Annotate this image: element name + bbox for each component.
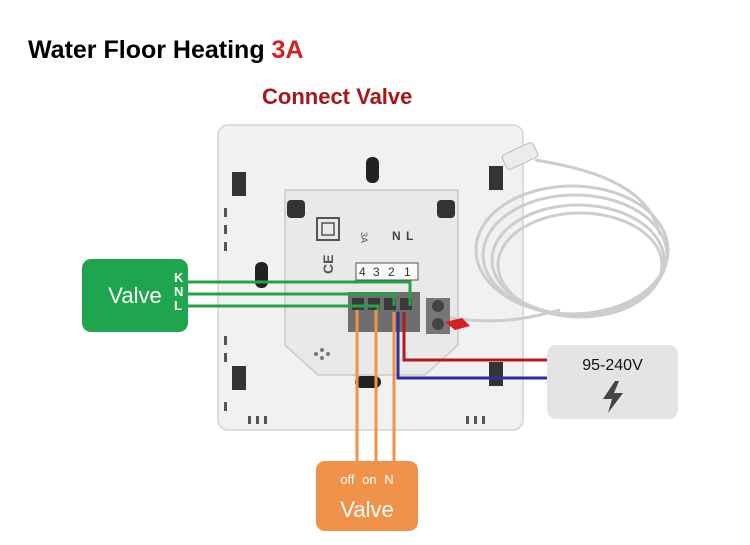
valve-terminal-labels: K N L: [174, 271, 183, 313]
wire-live: [402, 312, 548, 362]
speaker-grille: [314, 348, 330, 360]
mark-l: L: [406, 229, 413, 243]
voltage-label: 95-240V: [582, 357, 643, 374]
terminal-label-n: N: [384, 471, 394, 487]
valve-terminal-labels: off on N: [340, 472, 393, 487]
terminal-number: 3: [373, 265, 380, 279]
valve-label: Valve: [108, 282, 162, 308]
valve-box-left: Valve: [82, 259, 188, 332]
sensor-screw: [432, 318, 444, 330]
mark-n: N: [392, 229, 401, 243]
sensor-probe: [501, 142, 539, 170]
rating-label: 3A: [359, 232, 369, 243]
title-main: Water Floor Heating: [28, 36, 265, 64]
page-title: Water Floor Heating 3A: [28, 36, 304, 65]
wire-neutral: [396, 312, 548, 380]
module-corner-slot: [287, 200, 305, 218]
mounting-slot: [366, 157, 379, 183]
power-supply-box: 95-240V: [547, 345, 678, 419]
terminal-number-strip: [355, 262, 419, 281]
valve-box-bottom: off on N Valve: [316, 461, 418, 531]
terminal-screw: [352, 298, 364, 310]
terminal-label-k: K: [174, 270, 184, 285]
mounting-clip: [232, 366, 246, 390]
double-insulation-mark: [316, 217, 340, 241]
valve-label: Valve: [340, 496, 394, 522]
vent-holes-bottom: [248, 416, 485, 424]
mounting-slot: [255, 262, 268, 288]
terminal-label-n: N: [174, 284, 184, 299]
terminal-label-on: on: [362, 471, 377, 487]
terminal-number: 1: [404, 265, 411, 279]
mounting-clip: [489, 166, 503, 190]
ce-mark: CE: [320, 255, 336, 274]
lightning-bolt-icon: [602, 381, 623, 413]
terminal-number: 2: [388, 265, 395, 279]
wire-valve-green: [186, 280, 412, 310]
mounting-clip: [232, 172, 246, 196]
title-accent: 3A: [271, 36, 304, 64]
diagram-subtitle: Connect Valve: [262, 84, 413, 109]
sensor-cable-coil: [449, 158, 670, 323]
sensor-lug: [445, 318, 470, 330]
terminal-label-l: L: [174, 298, 182, 313]
mounting-clip: [489, 362, 503, 386]
vent-holes-left: [224, 208, 227, 411]
wire-valve-orange: [355, 310, 396, 462]
terminal-label-off: off: [340, 471, 355, 487]
sensor-screw: [432, 300, 444, 312]
module-corner-slot: [437, 200, 455, 218]
terminal-number: 4: [359, 265, 366, 279]
